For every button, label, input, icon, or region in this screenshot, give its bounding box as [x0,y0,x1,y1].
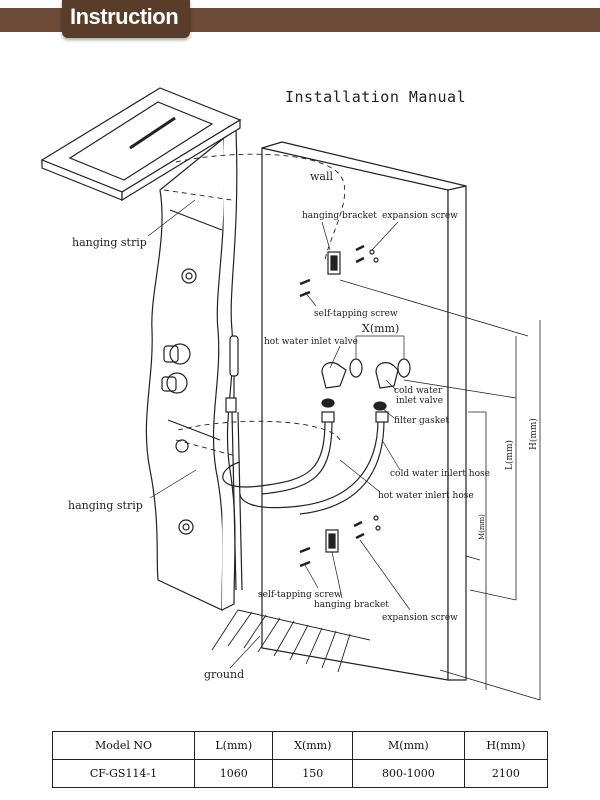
label-cold-water-inlet-valve-1: cold water [394,386,443,396]
top-shower-head [40,87,242,202]
label-hanging-bracket: hanging bracket [302,211,377,221]
label-l-mm: L(mm) [504,440,515,470]
label-m-mm: M(mm) [478,514,486,540]
header-tab [62,0,190,38]
inlet-valves [321,358,411,411]
label-ground: ground [204,668,244,681]
header-title: Instruction [70,4,179,29]
spec-header-model: Model NO [52,731,195,760]
label-h-mm: H(mm) [528,418,539,450]
spec-table-header-row: Model NO L(mm) X(mm) M(mm) H(mm) [52,731,549,760]
label-hot-water-inlet-valve: hot water inlet valve [264,337,358,347]
label-hot-water-inlet-hose: hot water inlert hose [378,491,474,501]
body-jet-mid [175,439,189,453]
label-self-tapping-screw-bottom: self-tapping screw [258,590,342,600]
ground-hatch [211,609,371,673]
label-cold-water-inlet-hose: cold water inlert hose [390,469,490,479]
body-jet-bottom [178,519,194,535]
body-jet-top [181,268,197,284]
spec-cell-m: 800-1000 [352,759,465,788]
spec-cell-x: 150 [272,759,354,788]
bottom-bracket [299,515,381,568]
label-expansion-screw-bottom: expansion screw [382,613,458,623]
manual-title: Installation Manual [285,88,467,106]
label-self-tapping-screw: self-tapping screw [314,309,398,319]
label-hanging-strip-bottom: hanging strip [68,499,143,512]
spec-cell-l: 1060 [193,759,274,788]
spec-header-h: H(mm) [463,731,549,760]
label-filter-gasket: filter gasket [394,416,450,426]
inlet-hoses [222,411,389,515]
label-wall: wall [310,170,333,183]
spec-header-x: X(mm) [272,731,354,760]
mixer-knob [166,372,188,394]
label-x-mm: X(mm) [362,322,399,335]
spec-cell-model: CF-GS114-1 [52,759,195,788]
label-cold-water-inlet-valve-2: inlet valve [396,396,443,406]
dimension-lines [339,279,541,701]
label-expansion-screw: expansion screw [382,211,458,221]
hand-shower [225,335,243,591]
label-hanging-bracket-bottom: hanging bracket [314,600,389,610]
label-hanging-strip-top: hanging strip [72,236,147,249]
shower-panel [145,128,238,611]
spec-header-m: M(mm) [352,731,465,760]
diverter-knob [169,343,191,365]
top-bracket [299,244,379,298]
spec-cell-h: 2100 [463,759,549,788]
spec-header-l: L(mm) [193,731,274,760]
spec-table: Model NO L(mm) X(mm) M(mm) H(mm) CF-GS11… [52,731,549,788]
table-row: CF-GS114-1 1060 150 800-1000 2100 [52,759,549,788]
